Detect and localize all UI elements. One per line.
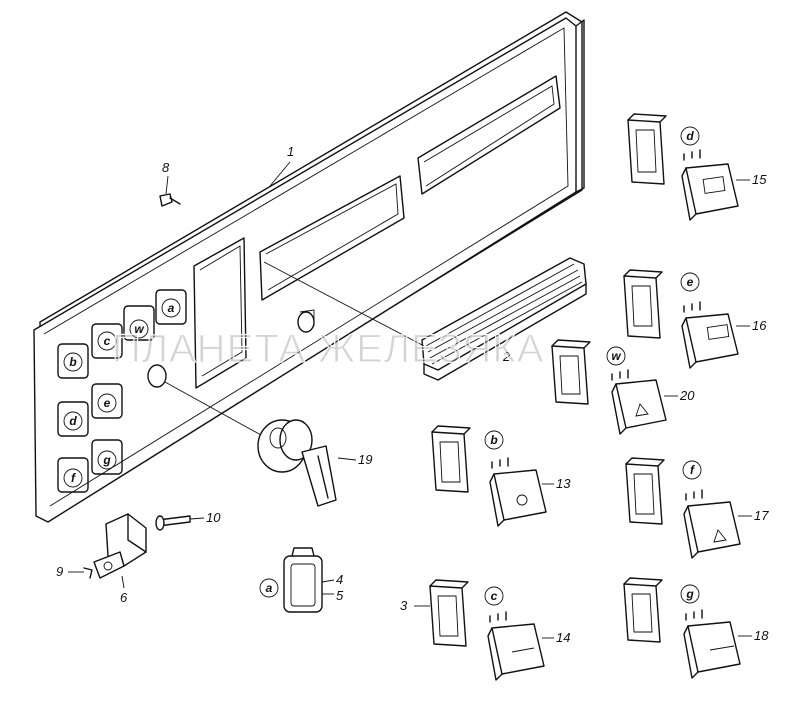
switch-group-g: g 18 [623, 577, 769, 679]
svg-text:c: c [104, 334, 111, 348]
callout-15: 15 [752, 172, 767, 187]
callout-16: 16 [752, 318, 767, 333]
svg-text:g: g [102, 453, 111, 467]
assembly-guide-handle [263, 261, 425, 347]
callout-9: 9 [56, 564, 63, 579]
svg-text:f: f [690, 463, 695, 477]
grab-handle [421, 257, 587, 381]
callout-5: 5 [336, 588, 344, 603]
switch-group-b: b 13 [431, 425, 571, 527]
callout-leader-1 [269, 161, 291, 187]
screw-8: 8 [159, 160, 181, 207]
blank-plug-a: a 4 5 [259, 547, 344, 613]
svg-text:d: d [69, 414, 77, 428]
callout-18: 18 [754, 628, 769, 643]
svg-text:c: c [491, 589, 498, 603]
svg-text:e: e [104, 396, 111, 410]
switch-group-d: d 15 [627, 113, 767, 221]
panel-button-f: f [57, 457, 89, 493]
assembly-guide-rotary [164, 381, 271, 441]
watermark: ПЛАНЕТА ЖЕЛЕЗЯКА [112, 327, 544, 371]
svg-text:g: g [685, 587, 694, 601]
callout-13: 13 [556, 476, 571, 491]
mounting-bracket: 6 [93, 513, 147, 605]
panel-button-a: a [155, 289, 187, 325]
callout-10: 10 [206, 510, 221, 525]
switch-group-c: c 14 3 [400, 579, 570, 681]
callout-3: 3 [400, 598, 408, 613]
svg-text:f: f [71, 471, 76, 485]
switch-group-w: w 20 [551, 339, 695, 435]
round-hole-left [147, 364, 167, 388]
callout-2: 2 [502, 349, 511, 364]
tachograph-cutout [193, 237, 247, 389]
rotary-switch: 19 [257, 419, 372, 507]
callout-1: 1 [287, 144, 294, 159]
callout-17: 17 [754, 508, 769, 523]
panel-button-d: d [57, 401, 89, 437]
panel-button-b: b [57, 343, 89, 379]
callout-20: 20 [679, 388, 695, 403]
panel-button-g: g [91, 439, 123, 475]
callout-6: 6 [120, 590, 128, 605]
switch-group-e: e 16 [623, 269, 767, 369]
callout-14: 14 [556, 630, 570, 645]
hole-insert [299, 309, 315, 326]
svg-text:e: e [687, 275, 694, 289]
callout-19: 19 [358, 452, 372, 467]
panel-button-c: c [91, 323, 123, 359]
callout-8: 8 [162, 160, 170, 175]
pin-10: 10 [155, 510, 221, 531]
svg-text:w: w [134, 322, 144, 336]
middle-display-recess [259, 175, 405, 301]
switch-group-f: f 17 [625, 457, 769, 559]
svg-text:b: b [69, 355, 76, 369]
callout-4: 4 [336, 572, 343, 587]
svg-text:a: a [168, 301, 175, 315]
panel-button-w: w [123, 305, 155, 341]
svg-text:d: d [686, 129, 694, 143]
upper-display-window [417, 75, 561, 195]
panel-button-e: e [91, 383, 123, 419]
svg-text:w: w [611, 349, 621, 363]
clip-9: 9 [56, 564, 93, 579]
svg-text:b: b [490, 433, 497, 447]
svg-text:a: a [266, 581, 273, 595]
